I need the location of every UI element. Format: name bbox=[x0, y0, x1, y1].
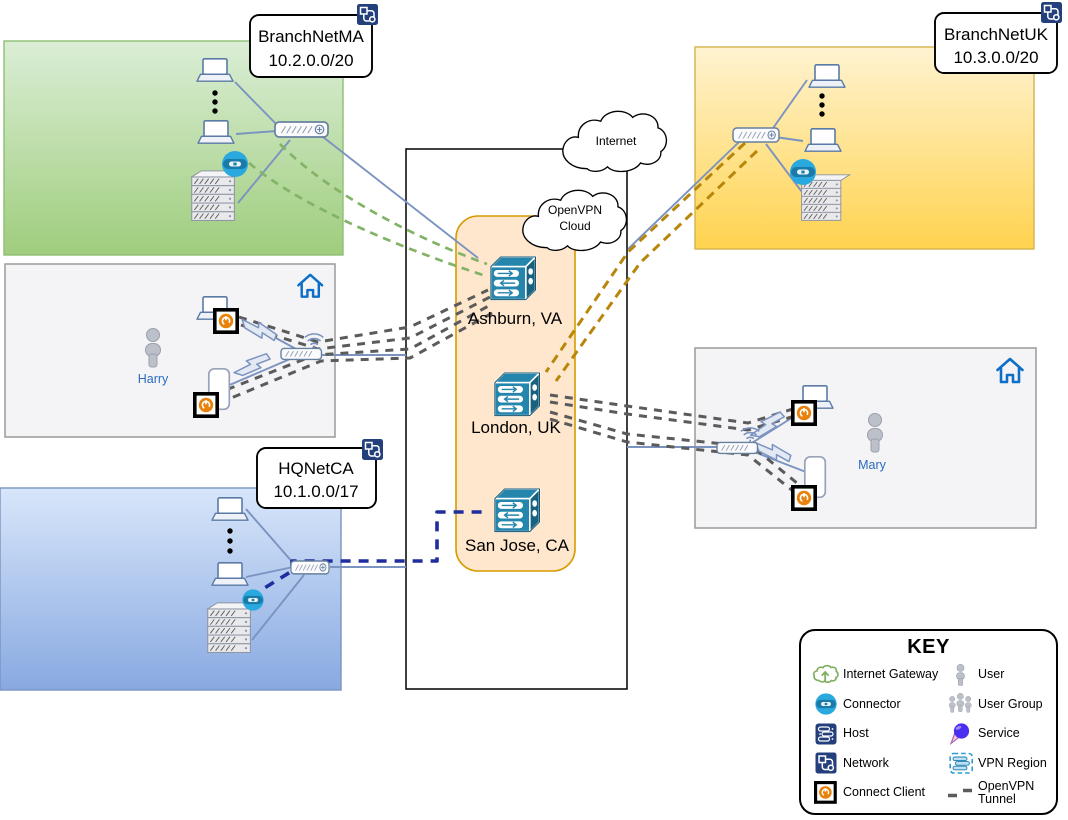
vpn-region-london-label: London, UK bbox=[471, 418, 561, 437]
vpn-region-san-jose-label: San Jose, CA bbox=[465, 536, 570, 555]
key-label-user-group: User Group bbox=[978, 696, 1043, 711]
ma-connector-icon bbox=[222, 151, 248, 177]
connector-icon bbox=[811, 692, 841, 716]
hq-ellipsis-dots bbox=[227, 528, 233, 554]
uk-connector-icon bbox=[790, 159, 816, 185]
service-icon bbox=[946, 723, 976, 745]
hq-ca-network-icon bbox=[361, 438, 384, 461]
hq-connector-icon bbox=[242, 589, 264, 611]
link-ma-to-internet bbox=[322, 136, 479, 259]
vpn-region-san-jose-icon bbox=[494, 488, 541, 533]
mary-user-label: Mary bbox=[858, 458, 887, 472]
user-group-icon bbox=[946, 692, 976, 716]
key-label-user: User bbox=[978, 667, 1005, 682]
ma-laptop-1 bbox=[196, 57, 234, 82]
link-uk-to-internet bbox=[627, 141, 740, 250]
key-label-internet-gateway: Internet Gateway bbox=[843, 667, 939, 682]
harry-laptop-connect-client-badge bbox=[213, 307, 239, 335]
link-ma-laptop1-switch bbox=[234, 81, 280, 128]
harry-user-label: Harry bbox=[138, 372, 169, 386]
key-legend: KEY Internet Gateway User Connector User… bbox=[799, 629, 1058, 815]
vpn-region-london-icon bbox=[494, 372, 541, 417]
hq-laptop-2 bbox=[211, 561, 249, 587]
ma-laptop-2 bbox=[197, 120, 235, 144]
openvpn-cloud: OpenVPN Cloud bbox=[522, 189, 628, 252]
link-harry-phone-router bbox=[224, 355, 298, 388]
key-label-vpn-region: VPN Region bbox=[978, 755, 1047, 770]
hq-ca-name: HQNetCA bbox=[278, 459, 354, 478]
link-uk-server-switch bbox=[765, 143, 803, 193]
link-hq-server-switch bbox=[251, 574, 305, 641]
branch-ma-callout: BranchNetMA 10.2.0.0/20 bbox=[249, 3, 379, 78]
key-label-host: Host bbox=[843, 726, 869, 741]
ma-ellipsis-dots bbox=[212, 90, 218, 114]
link-mary-router-laptop bbox=[746, 413, 799, 447]
tunnel-hq-san-jose bbox=[249, 510, 488, 599]
link-uk-laptop1-switch bbox=[770, 79, 808, 132]
link-mary-router-phone bbox=[748, 449, 807, 473]
uk-switch bbox=[732, 127, 780, 143]
uk-laptop-1 bbox=[808, 64, 846, 88]
link-hq-laptop1-switch bbox=[245, 508, 295, 565]
vpn-region-icon bbox=[946, 752, 976, 775]
openvpn-cloud-label-line2: Cloud bbox=[559, 219, 590, 233]
host-icon bbox=[811, 723, 841, 745]
key-label-service: Service bbox=[978, 726, 1020, 741]
uk-laptop-2 bbox=[804, 128, 842, 152]
internet-cloud: Internet bbox=[562, 110, 668, 173]
hq-switch bbox=[290, 560, 330, 575]
branch-uk-network-icon bbox=[1040, 1, 1063, 24]
user-icon bbox=[946, 663, 976, 687]
key-label-openvpn-tunnel: OpenVPN Tunnel bbox=[978, 778, 1035, 806]
tunnel-branch-ma-ashburn bbox=[248, 143, 488, 278]
link-ma-laptop2-switch bbox=[235, 130, 278, 135]
hq-ca-network-region bbox=[0, 487, 342, 691]
hq-ca-callout: HQNetCA 10.1.0.0/17 bbox=[256, 438, 384, 509]
branch-uk-name: BranchNetUK bbox=[944, 25, 1049, 44]
tunnel-branch-uk-london bbox=[544, 141, 759, 382]
branch-uk-callout: BranchNetUK 10.3.0.0/20 bbox=[934, 1, 1063, 74]
tunnel-harry-ashburn bbox=[212, 288, 497, 405]
link-ma-server-switch bbox=[237, 139, 291, 204]
hq-ca-cidr: 10.1.0.0/17 bbox=[273, 482, 358, 501]
network-icon bbox=[811, 752, 841, 775]
connect-client-icon bbox=[811, 780, 841, 805]
key-label-connect-client: Connect Client bbox=[843, 785, 925, 800]
openvpn-cloud-label-line1: OpenVPN bbox=[548, 203, 602, 217]
internet-cloud-label: Internet bbox=[596, 134, 637, 148]
mary-laptop-connect-client-badge bbox=[790, 399, 818, 427]
harry-home-region bbox=[4, 263, 336, 438]
key-label-connector: Connector bbox=[843, 696, 901, 711]
branch-uk-network-region bbox=[694, 46, 1035, 250]
branch-ma-network-icon bbox=[356, 3, 379, 26]
branch-ma-name: BranchNetMA bbox=[258, 27, 364, 46]
key-label-network: Network bbox=[843, 755, 889, 770]
key-title: KEY bbox=[907, 636, 950, 658]
link-hq-laptop2-switch bbox=[245, 566, 294, 578]
branch-uk-cidr: 10.3.0.0/20 bbox=[953, 48, 1038, 67]
hq-laptop-1 bbox=[211, 496, 249, 522]
harry-phone-connect-client-badge bbox=[193, 391, 219, 419]
vpn-region-ashburn-icon bbox=[490, 256, 537, 301]
internet-gateway-icon bbox=[811, 663, 841, 687]
ma-switch bbox=[274, 121, 329, 138]
uk-ellipsis-dots bbox=[819, 93, 825, 117]
branch-ma-cidr: 10.2.0.0/20 bbox=[268, 51, 353, 70]
mary-phone-connect-client-badge bbox=[790, 484, 818, 512]
vpn-region-ashburn-label: Ashburn, VA bbox=[468, 309, 563, 328]
openvpn-tunnel-icon bbox=[946, 786, 976, 800]
